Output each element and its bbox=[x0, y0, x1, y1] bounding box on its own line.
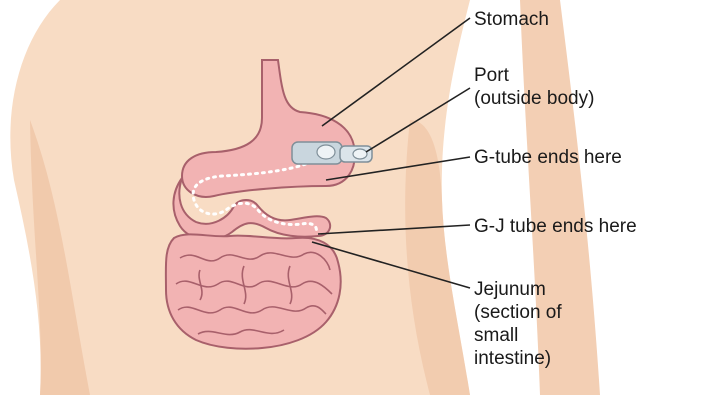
label-g-tube-line: G-tube ends here bbox=[474, 146, 622, 169]
label-gj-tube-line: G-J tube ends here bbox=[474, 215, 637, 238]
label-g-tube: G-tube ends here bbox=[474, 146, 622, 169]
label-port: Port (outside body) bbox=[474, 64, 594, 110]
label-stomach-line: Stomach bbox=[474, 8, 549, 31]
label-port-line-2: (outside body) bbox=[474, 87, 594, 110]
label-stomach: Stomach bbox=[474, 8, 549, 31]
label-jejunum-line-1: Jejunum bbox=[474, 278, 562, 301]
small-intestine bbox=[166, 234, 341, 348]
label-jejunum-line-2: (section of bbox=[474, 301, 562, 324]
label-port-line-1: Port bbox=[474, 64, 594, 87]
label-jejunum-line-3: small bbox=[474, 324, 562, 347]
label-gj-tube: G-J tube ends here bbox=[474, 215, 637, 238]
port-device bbox=[292, 142, 372, 164]
label-jejunum: Jejunum (section of small intestine) bbox=[474, 278, 562, 370]
label-jejunum-line-4: intestine) bbox=[474, 347, 562, 370]
